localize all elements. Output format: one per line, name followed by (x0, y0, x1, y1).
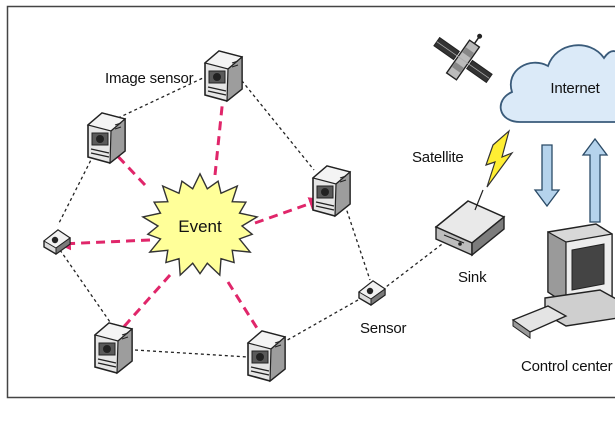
camera-icon (247, 330, 286, 382)
down-arrow-icon (533, 144, 561, 208)
sensor-node-icon (43, 229, 71, 255)
computer-icon (511, 223, 615, 339)
cloud-icon (499, 44, 615, 123)
satellite-label: Satellite (412, 149, 464, 166)
sink-label: Sink (458, 269, 487, 286)
up-arrow-icon (581, 137, 609, 223)
network-links (57, 75, 451, 358)
event-starburst-icon (141, 172, 259, 277)
sink-box-icon (434, 200, 506, 257)
satellite-icon (433, 33, 493, 84)
internet-label: Internet (550, 80, 600, 97)
control-center-label: Control center (521, 358, 613, 375)
sensor-label: Sensor (360, 320, 407, 337)
camera-icon (204, 50, 243, 102)
camera-icon (312, 165, 351, 217)
image-sensor-label: Image sensor (105, 70, 194, 87)
camera-icon (87, 112, 126, 164)
lightning-icon (485, 129, 514, 188)
camera-icon (94, 322, 133, 374)
sink-uplink (474, 189, 484, 211)
sensor-node-icon (358, 280, 386, 306)
event-label: Event (178, 217, 222, 236)
diagram-frame (6, 5, 615, 399)
